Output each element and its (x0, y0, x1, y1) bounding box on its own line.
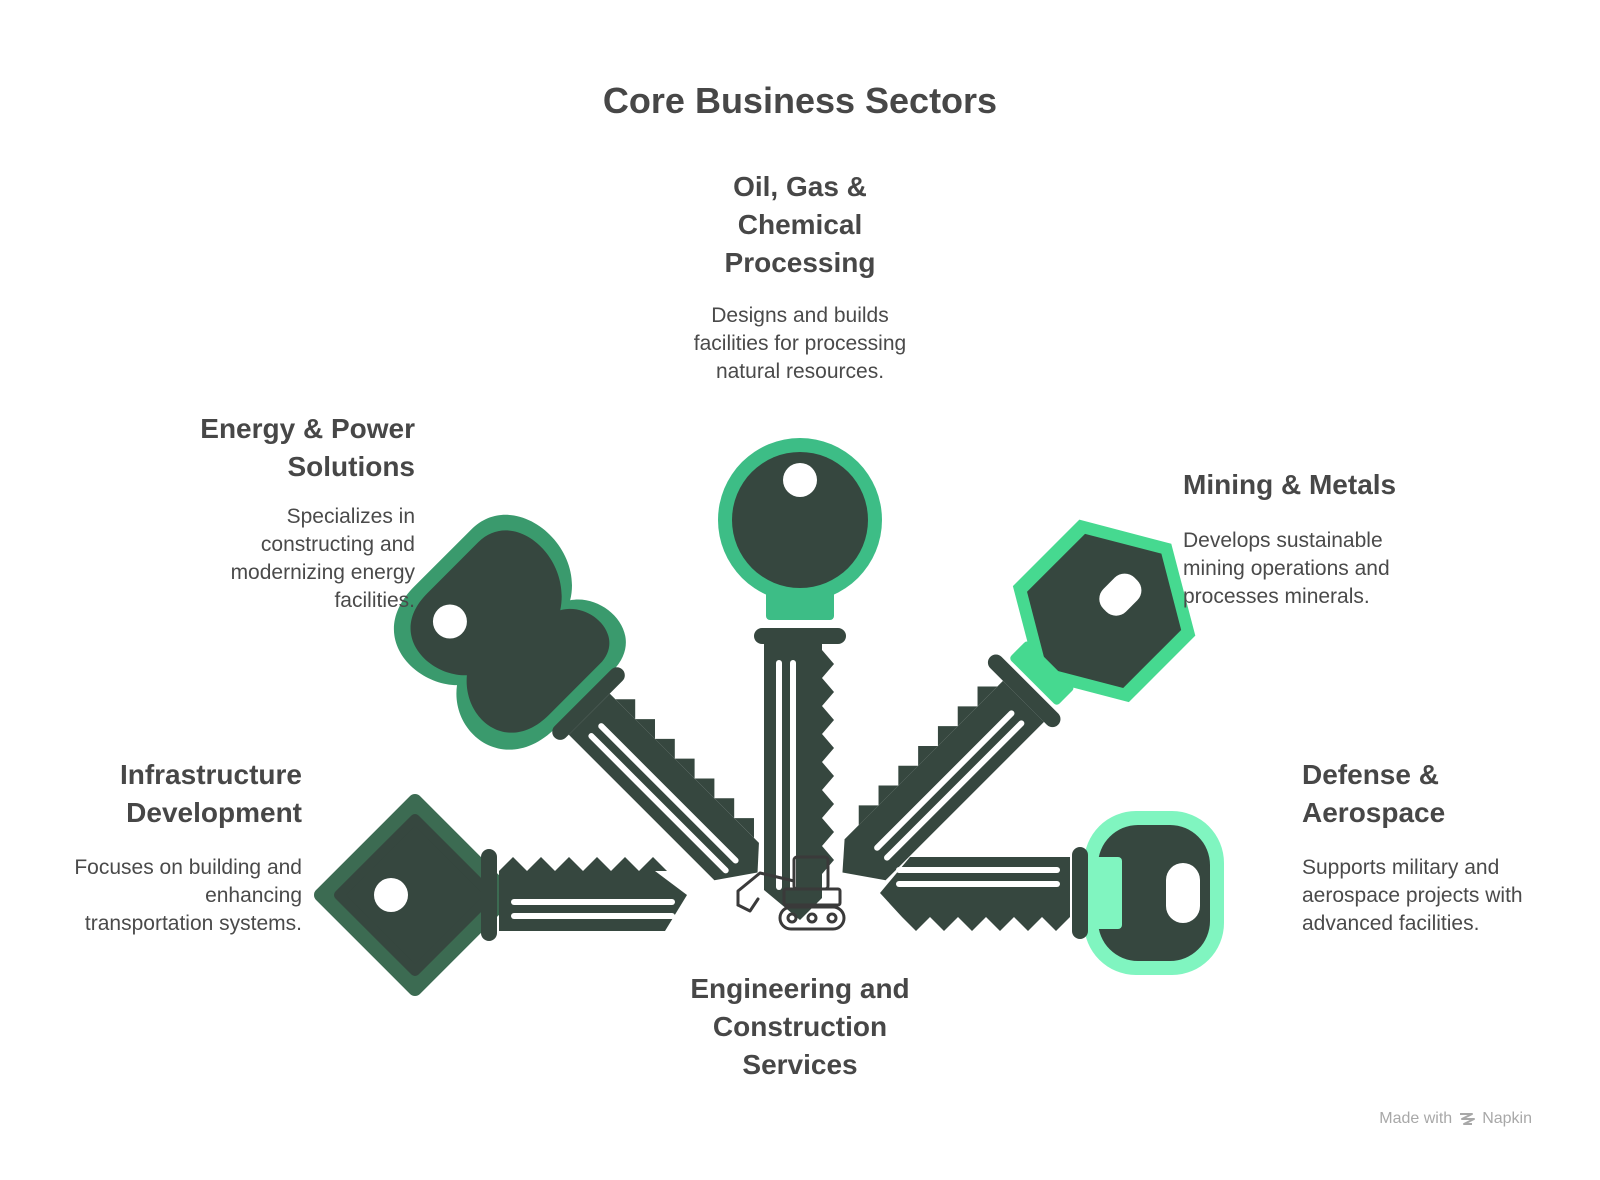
napkin-logo-icon (1460, 1113, 1476, 1125)
sector-heading-oil-gas: Oil, Gas & Chemical Processing (724, 171, 876, 278)
sector-heading-infrastructure: Infrastructure Development (119, 759, 302, 828)
excavator-icon (736, 855, 846, 931)
sector-description-mining: Develops sustainable mining operations a… (1183, 529, 1390, 608)
sector-heading-energy: Energy & Power Solutions (200, 413, 415, 482)
sector-description-infrastructure: Focuses on building and enhancing transp… (74, 856, 302, 935)
sector-description-oil-gas: Designs and builds facilities for proces… (693, 304, 907, 383)
sector-heading-mining: Mining & Metals (1183, 469, 1397, 500)
key-energy (393, 514, 759, 881)
sector-description-energy: Specializes in constructing and moderniz… (230, 505, 415, 612)
watermark-brand: Napkin (1482, 1110, 1532, 1127)
key-defense (880, 811, 1224, 975)
key-mining (842, 519, 1196, 881)
center-label: Engineering and Construction Services (690, 973, 910, 1080)
key-infrastructure (314, 794, 687, 996)
page-title: Core Business Sectors (602, 80, 998, 121)
sector-description-defense: Supports military and aerospace projects… (1302, 856, 1523, 935)
watermark-prefix: Made with (1379, 1110, 1453, 1127)
sector-heading-defense: Defense & Aerospace (1302, 759, 1446, 828)
watermark: Made with Napkin (1379, 1110, 1532, 1128)
